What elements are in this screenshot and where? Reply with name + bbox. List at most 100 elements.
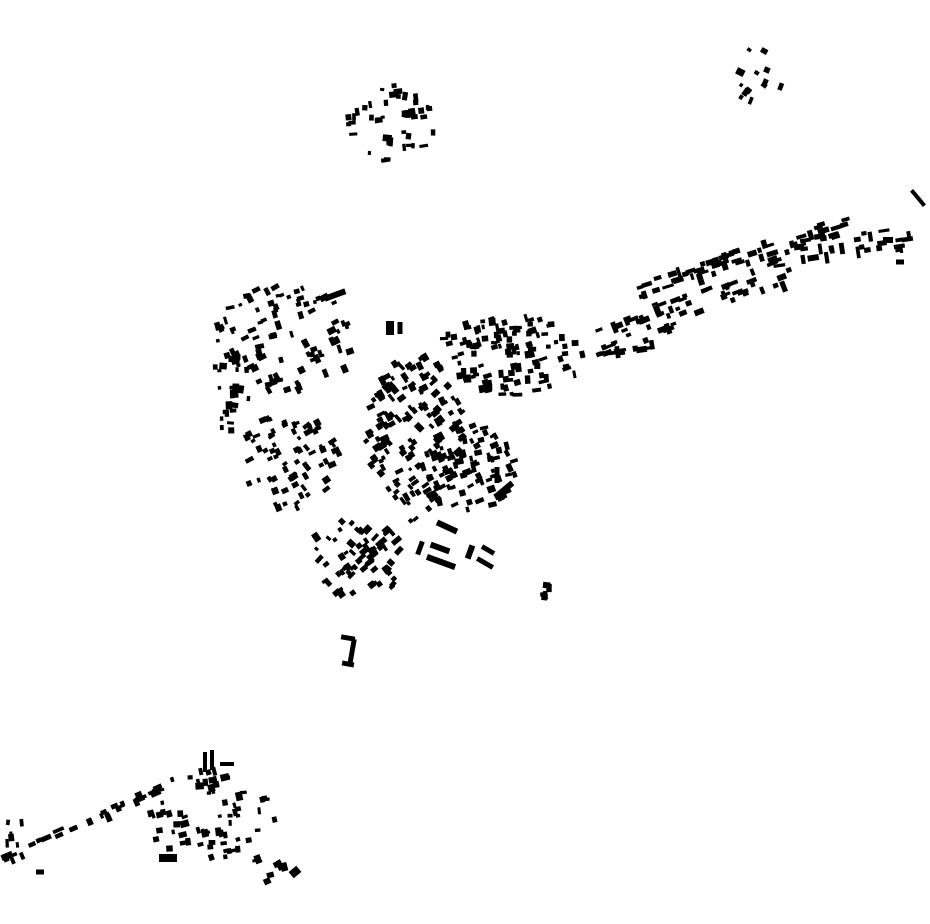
building (247, 326, 257, 334)
building (363, 562, 370, 568)
building (475, 556, 495, 570)
building (290, 427, 298, 436)
building (379, 433, 390, 444)
building (598, 350, 605, 357)
building (511, 470, 518, 479)
building (330, 441, 337, 448)
building (337, 526, 343, 533)
building (410, 478, 420, 487)
building (545, 344, 551, 349)
building (656, 325, 668, 334)
building (255, 378, 263, 385)
building (271, 816, 278, 823)
building (213, 321, 222, 331)
building (430, 129, 436, 136)
building (346, 122, 352, 127)
building (741, 87, 751, 97)
building (678, 309, 688, 317)
building (149, 809, 156, 819)
building (244, 455, 255, 464)
building (36, 869, 44, 875)
building (177, 810, 184, 818)
building (229, 408, 237, 413)
building (410, 113, 419, 120)
building (726, 279, 739, 288)
building (212, 364, 218, 370)
building (383, 157, 391, 161)
building (425, 474, 435, 483)
building (447, 409, 455, 417)
building (390, 575, 398, 583)
building (435, 519, 459, 535)
building (670, 321, 677, 327)
building (245, 837, 252, 844)
building (420, 401, 430, 412)
building (386, 410, 396, 420)
building (406, 500, 411, 506)
building (302, 443, 311, 452)
building (379, 87, 385, 92)
building (274, 320, 283, 331)
building (251, 285, 261, 294)
building (395, 94, 401, 99)
building (490, 344, 499, 351)
building (282, 501, 288, 507)
building (667, 269, 678, 278)
building (404, 361, 413, 370)
building (402, 492, 411, 503)
building (226, 421, 235, 425)
building (402, 143, 407, 152)
building (407, 382, 417, 393)
building (300, 338, 311, 349)
building (731, 257, 743, 264)
building (214, 827, 222, 837)
building (458, 409, 466, 416)
building (827, 230, 840, 240)
building (756, 247, 763, 254)
building (503, 449, 511, 458)
building (840, 216, 850, 223)
building (642, 336, 650, 345)
building (421, 481, 430, 489)
building (472, 342, 480, 350)
building (219, 416, 224, 421)
building (200, 828, 210, 838)
building (838, 242, 846, 255)
building (512, 331, 517, 336)
building (407, 437, 413, 443)
building (816, 221, 826, 228)
building (18, 851, 26, 861)
building (572, 370, 577, 379)
building (785, 266, 793, 274)
building (729, 296, 736, 304)
building (638, 293, 644, 300)
building (228, 355, 237, 363)
building (321, 368, 330, 379)
building (797, 243, 805, 251)
building (394, 467, 404, 475)
building (292, 445, 301, 454)
building (700, 288, 709, 294)
building (303, 427, 314, 437)
building (459, 471, 468, 479)
building (432, 432, 443, 442)
building (304, 491, 311, 498)
building (291, 480, 300, 489)
building (514, 343, 520, 351)
building (753, 69, 760, 76)
building (241, 354, 249, 363)
building (732, 247, 741, 255)
building (734, 259, 745, 266)
building (457, 351, 465, 357)
building (500, 383, 505, 390)
building (777, 82, 785, 91)
building (638, 314, 646, 325)
building (432, 404, 443, 415)
building (368, 549, 378, 559)
building (527, 368, 534, 374)
building (371, 442, 383, 453)
building (494, 467, 500, 483)
building (562, 363, 570, 370)
building (511, 392, 517, 397)
building (268, 333, 274, 340)
